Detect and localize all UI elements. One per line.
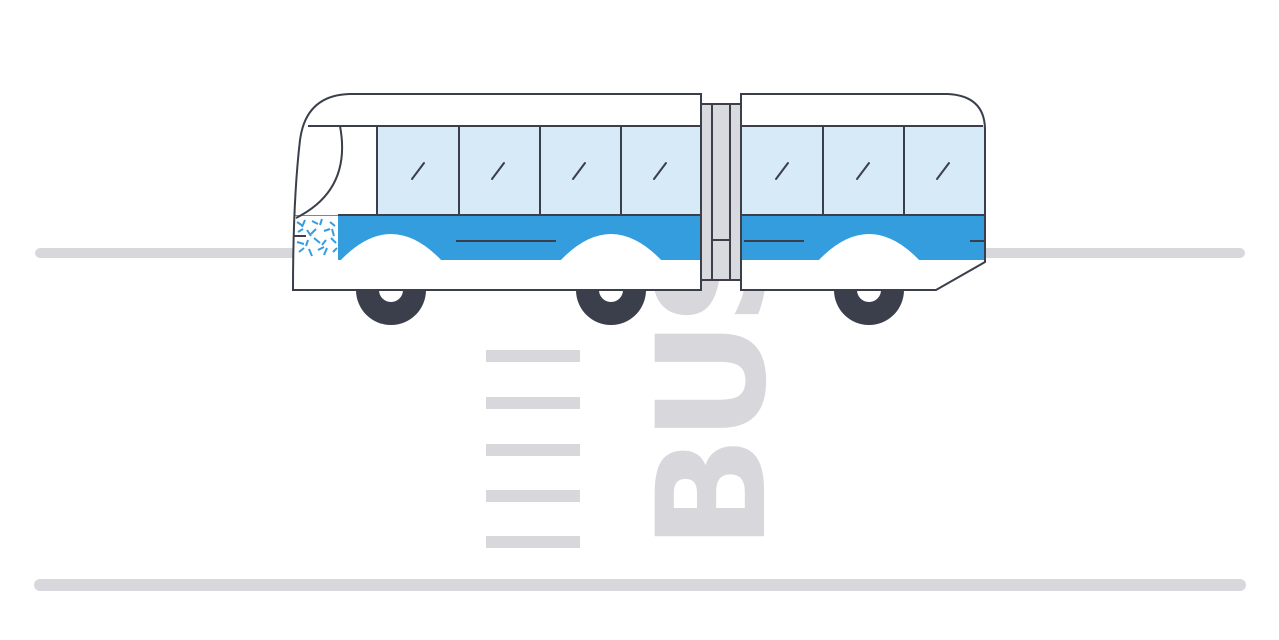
headlight-squiggles — [296, 218, 338, 257]
lane-dashes — [486, 350, 580, 548]
rear-window-glints — [775, 162, 950, 180]
lane-dash — [486, 536, 580, 548]
articulated-bus-icon — [291, 93, 986, 325]
lane-dash — [486, 397, 580, 409]
front-window-glints — [411, 162, 667, 180]
front-window-frames — [338, 125, 701, 216]
bus-rear-section — [740, 93, 986, 291]
lane-dash — [486, 444, 580, 456]
lane-dash — [486, 350, 580, 362]
lane-dash — [486, 490, 580, 502]
bus-front-section — [291, 93, 702, 291]
rear-window-frames — [741, 125, 985, 216]
windshield — [295, 125, 344, 219]
articulation-joint — [700, 103, 742, 281]
